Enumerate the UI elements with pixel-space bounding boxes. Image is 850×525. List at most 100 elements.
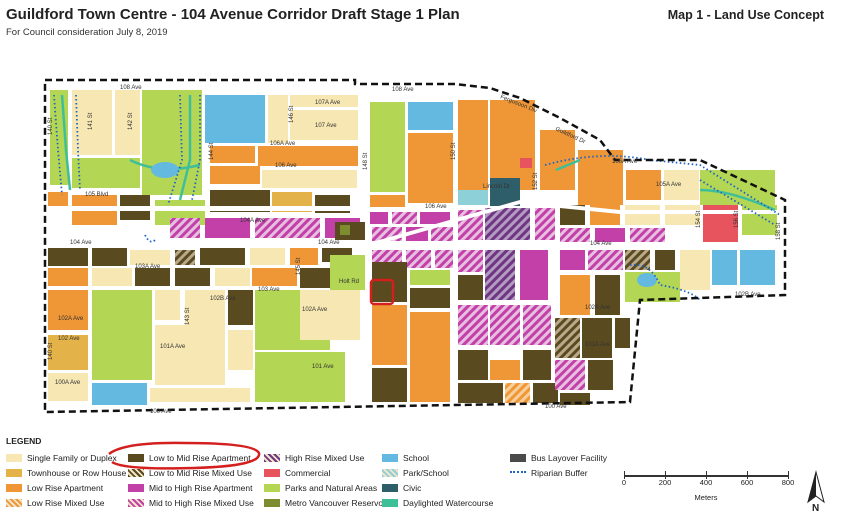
map-title: Map 1 - Land Use Concept bbox=[667, 8, 824, 22]
scale-tick-label: 0 bbox=[621, 478, 627, 487]
label-lincoln-dr: Lincoln Dr bbox=[483, 184, 510, 190]
label-144-st: 144 St bbox=[209, 142, 215, 160]
label-100-ave-east: 100 Ave bbox=[545, 404, 567, 410]
highlight-box bbox=[369, 278, 395, 306]
legend-item: Commercial bbox=[264, 467, 330, 478]
legend-label: Park/School bbox=[403, 467, 449, 478]
legend-swatch bbox=[6, 468, 22, 477]
west-blocks bbox=[48, 90, 365, 405]
legend-swatch bbox=[382, 453, 398, 462]
legend-label: Low to Mid Rise Mixed Use bbox=[149, 467, 252, 478]
legend-item: Riparian Buffer bbox=[510, 467, 588, 478]
legend-label: Metro Vancouver Reservoir bbox=[285, 497, 388, 508]
label-143-st: 143 St bbox=[185, 307, 191, 325]
label-148-st: 148 St bbox=[363, 152, 369, 170]
legend-item: Bus Layover Facility bbox=[510, 452, 607, 463]
north-arrow-icon bbox=[807, 470, 825, 504]
legend-label: Townhouse or Row House bbox=[27, 467, 127, 478]
legend-highlight-circle bbox=[108, 441, 261, 470]
legend-item: Townhouse or Row House bbox=[6, 467, 126, 478]
label-103-ave: 103 Ave bbox=[258, 287, 280, 293]
legend-item: Low to Mid Rise Apartment bbox=[128, 452, 251, 463]
legend-swatch bbox=[264, 453, 280, 462]
legend-swatch bbox=[128, 483, 144, 492]
label-103a-ave: 103A Ave bbox=[135, 264, 161, 270]
legend-swatch bbox=[128, 453, 144, 462]
legend-item: Daylighted Watercourse bbox=[382, 497, 493, 508]
label-158-st: 158 St bbox=[776, 222, 782, 240]
label-142-st: 142 St bbox=[128, 112, 134, 130]
scale-tick-label: 600 bbox=[740, 478, 754, 487]
central-blocks bbox=[335, 100, 558, 403]
legend-item: Park/School bbox=[382, 467, 449, 478]
label-100a-ave: 100A Ave bbox=[55, 380, 81, 386]
legend-swatch bbox=[382, 483, 398, 492]
label-140-st: 140 St bbox=[48, 117, 54, 135]
legend-label: Mid to High Rise Apartment bbox=[149, 482, 253, 493]
legend-swatch bbox=[128, 468, 144, 477]
scale-tick bbox=[665, 471, 666, 479]
label-102b-ave: 102B Ave bbox=[210, 296, 236, 302]
legend-label: Mid to High Rise Mixed Use bbox=[149, 497, 254, 508]
scale-unit: Meters bbox=[694, 493, 718, 502]
legend-swatch bbox=[382, 468, 398, 477]
label-105-blvd: 105 Blvd bbox=[85, 192, 108, 198]
page-title: Guildford Town Centre - 104 Avenue Corri… bbox=[6, 6, 460, 23]
label-150-st: 150 St bbox=[451, 142, 457, 160]
riparian-buffers bbox=[53, 94, 781, 301]
label-102a-ave-mid: 102A Ave bbox=[302, 307, 328, 313]
legend-item: Low Rise Apartment bbox=[6, 482, 103, 493]
label-104-ave-west: 104 Ave bbox=[70, 240, 92, 246]
label-146-st: 146 St bbox=[289, 105, 295, 123]
plan-area-boundary bbox=[43, 78, 787, 414]
scale-tick-label: 200 bbox=[658, 478, 672, 487]
scale-tick-label: 400 bbox=[699, 478, 713, 487]
legend-swatch bbox=[264, 483, 280, 492]
legend-label: Riparian Buffer bbox=[531, 467, 588, 478]
legend-label: Bus Layover Facility bbox=[531, 452, 608, 463]
label-105a-ave: 105A Ave bbox=[656, 182, 682, 188]
page-subtitle: For Council consideration July 8, 2019 bbox=[6, 27, 168, 38]
legend-item: High Rise Mixed Use bbox=[264, 452, 364, 463]
land-use-map[interactable]: 108 Ave 108 Ave Fergusoon Div Guildford … bbox=[0, 70, 850, 420]
legend-swatch bbox=[382, 498, 398, 507]
legend-swatch bbox=[6, 498, 22, 507]
legend-label: School bbox=[403, 452, 429, 463]
scale-tick bbox=[788, 471, 789, 479]
watercourses bbox=[60, 94, 776, 287]
label-141-st: 141 St bbox=[88, 112, 94, 130]
legend-item: Parks and Natural Areas bbox=[264, 482, 377, 493]
label-145-st: 145 St bbox=[296, 257, 302, 275]
label-102-ave: 102 Ave bbox=[58, 336, 80, 342]
scale-tick-label: 800 bbox=[781, 478, 795, 487]
legend-swatch bbox=[128, 498, 144, 507]
label-holt-rd: Holt Rd bbox=[339, 279, 359, 285]
legend-label: Parks and Natural Areas bbox=[285, 482, 378, 493]
label-106a-ave-east: 106A Ave bbox=[612, 159, 638, 165]
label-107-ave: 107 Ave bbox=[315, 123, 337, 129]
legend-item: Mid to High Rise Mixed Use bbox=[128, 497, 254, 508]
legend-label: Daylighted Watercourse bbox=[403, 497, 494, 508]
legend-swatch bbox=[6, 453, 22, 462]
legend-swatch bbox=[6, 483, 22, 492]
legend-item: Civic bbox=[382, 482, 421, 493]
scale-tick bbox=[706, 471, 707, 479]
label-104a-ave: 104A Ave bbox=[240, 218, 266, 224]
label-156-st: 156 St bbox=[734, 210, 740, 228]
label-140-st-south: 140 St bbox=[48, 342, 54, 360]
label-152-st: 152 St bbox=[533, 172, 539, 190]
legend-label: Commercial bbox=[285, 467, 331, 478]
legend-label: Single Family or Duplex bbox=[27, 452, 117, 463]
legend-item: Mid to High Rise Apartment bbox=[128, 482, 252, 493]
legend-item: Low to Mid Rise Mixed Use bbox=[128, 467, 252, 478]
label-154-st: 154 St bbox=[696, 210, 702, 228]
scale-tick bbox=[624, 471, 625, 479]
legend-swatch bbox=[264, 468, 280, 477]
label-108-ave-east: 108 Ave bbox=[392, 87, 414, 93]
legend-item: School bbox=[382, 452, 429, 463]
legend-item: Low Rise Mixed Use bbox=[6, 497, 104, 508]
legend-label: Low Rise Mixed Use bbox=[27, 497, 105, 508]
label-102b-ave-east: 102B Ave bbox=[735, 292, 761, 298]
legend-item: Metro Vancouver Reservoir bbox=[264, 497, 388, 508]
legend-swatch bbox=[510, 453, 526, 462]
